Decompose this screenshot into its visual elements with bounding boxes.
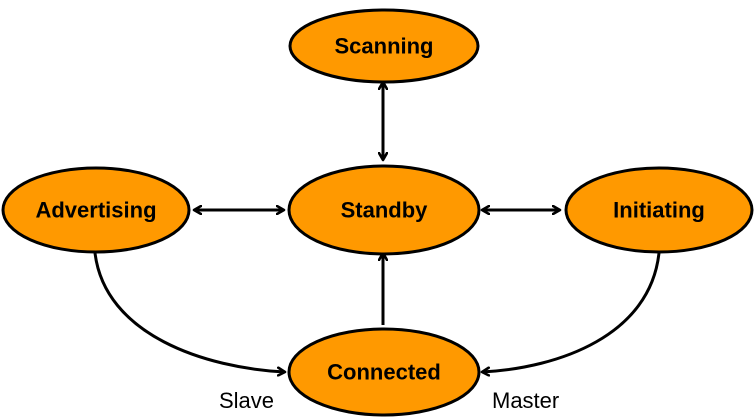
node-advertising-label: Advertising — [35, 198, 156, 223]
edge-label-master: Master — [492, 388, 559, 413]
node-initiating-shape — [564, 166, 754, 254]
node-connected-label: Connected — [327, 360, 441, 385]
edge-advertising-connected — [93, 252, 285, 372]
node-initiating-label: Initiating — [613, 198, 705, 223]
node-initiating: Initiating — [564, 166, 754, 254]
node-scanning-shape — [288, 8, 480, 84]
node-connected-shape — [287, 327, 481, 417]
node-standby-shape — [287, 164, 481, 256]
edge-initiating-connected — [482, 252, 661, 372]
node-standby: Standby — [287, 164, 481, 256]
node-advertising: Advertising — [1, 166, 191, 254]
node-standby-label: Standby — [341, 198, 429, 223]
node-advertising-shape — [1, 166, 191, 254]
edge-label-slave: Slave — [219, 388, 274, 413]
node-scanning-label: Scanning — [334, 34, 433, 59]
node-connected: Connected — [287, 327, 481, 417]
node-scanning: Scanning — [288, 8, 480, 84]
